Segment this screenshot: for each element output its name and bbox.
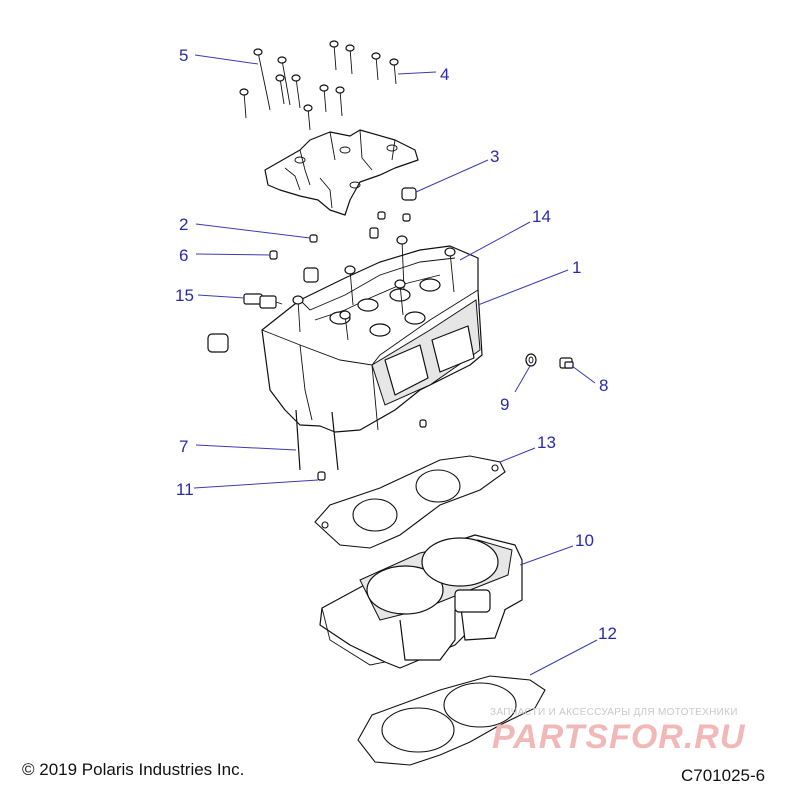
watermark-tagline: ЗАПЧАСТИ И АКСЕССУАРЫ ДЛЯ МОТОТЕХНИКИ — [490, 707, 738, 718]
callout-14: 14 — [532, 207, 551, 226]
figure-id: C701025-6 — [681, 766, 766, 785]
callout-15: 15 — [175, 286, 194, 305]
callout-2: 2 — [179, 215, 188, 234]
callout-7: 7 — [179, 437, 188, 456]
callout-4: 4 — [440, 65, 449, 84]
head-studs — [292, 235, 456, 471]
temperature-sensor — [243, 293, 283, 309]
copyright-notice: © 2019 Polaris Industries Inc. — [22, 760, 245, 779]
callout-1: 1 — [572, 258, 581, 277]
callouts: 1 2 3 4 5 6 7 8 9 10 11 12 13 14 15 — [175, 46, 617, 643]
callout-6: 6 — [179, 246, 188, 265]
callout-13: 13 — [537, 433, 556, 452]
watermark-logo: PARTSFOR.RU — [492, 718, 746, 756]
callout-8: 8 — [599, 376, 608, 395]
head-gasket — [314, 455, 506, 549]
dowels-and-sleeves — [207, 187, 427, 481]
leader-lines — [193, 54, 598, 676]
callout-12: 12 — [598, 624, 617, 643]
base-gasket — [357, 675, 546, 766]
callout-3: 3 — [490, 147, 499, 166]
cylinder-head — [261, 245, 483, 433]
camshaft-cap — [264, 129, 419, 216]
head-bolts — [239, 40, 399, 131]
cylinder-block — [319, 534, 523, 669]
callout-10: 10 — [575, 531, 594, 550]
callout-5: 5 — [179, 46, 188, 65]
callout-11: 11 — [176, 480, 194, 499]
plug-and-washer — [525, 353, 574, 369]
callout-9: 9 — [500, 395, 509, 414]
